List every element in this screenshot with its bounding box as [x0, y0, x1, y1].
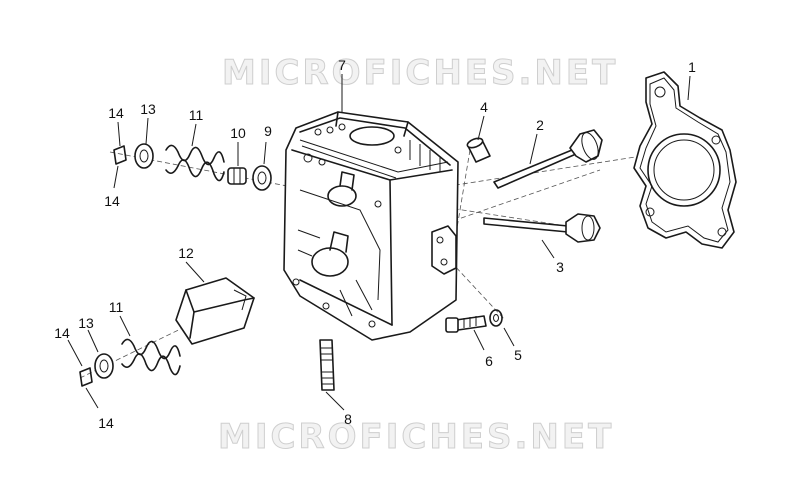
- label-13-upper: 13: [140, 101, 156, 117]
- label-6: 6: [485, 353, 493, 369]
- exhaust-valve: [483, 213, 601, 243]
- lower-valve-train: [79, 338, 181, 387]
- watermark-bottom: MICROFICHES.NET: [218, 417, 614, 457]
- upper-valve-train: [113, 143, 272, 191]
- label-3: 3: [556, 259, 564, 275]
- label-2: 2: [536, 117, 544, 133]
- label-5: 5: [514, 347, 522, 363]
- intake-valve: [493, 129, 603, 189]
- label-12: 12: [178, 245, 194, 261]
- label-14-lower-a: 14: [54, 325, 70, 341]
- label-13-lower: 13: [78, 315, 94, 331]
- label-4: 4: [480, 99, 488, 115]
- label-11-upper: 11: [189, 107, 204, 123]
- leader-lines: [67, 74, 691, 411]
- label-7: 7: [338, 57, 346, 73]
- cylinder-head: [283, 111, 459, 341]
- watermark-top: MICROFICHES.NET: [222, 53, 618, 93]
- label-11-lower: 11: [109, 299, 124, 315]
- head-gasket: [633, 71, 737, 249]
- stud-bolt: [319, 339, 335, 391]
- label-14-lower-b: 14: [98, 415, 114, 431]
- label-14-upper-b: 14: [104, 193, 120, 209]
- sealing-washer: [489, 309, 503, 327]
- dowel-pin: [466, 137, 491, 163]
- label-14-upper-a: 14: [108, 105, 124, 121]
- label-8: 8: [344, 411, 352, 427]
- head-bolt: [445, 315, 487, 333]
- callout-labels: 7 1 2 3 4 5 6 8 9 10 11 13 14 14 12 11 1…: [54, 57, 696, 431]
- label-9: 9: [264, 123, 272, 139]
- valve-cover: [175, 277, 255, 345]
- label-1: 1: [688, 59, 696, 75]
- label-10: 10: [230, 125, 246, 141]
